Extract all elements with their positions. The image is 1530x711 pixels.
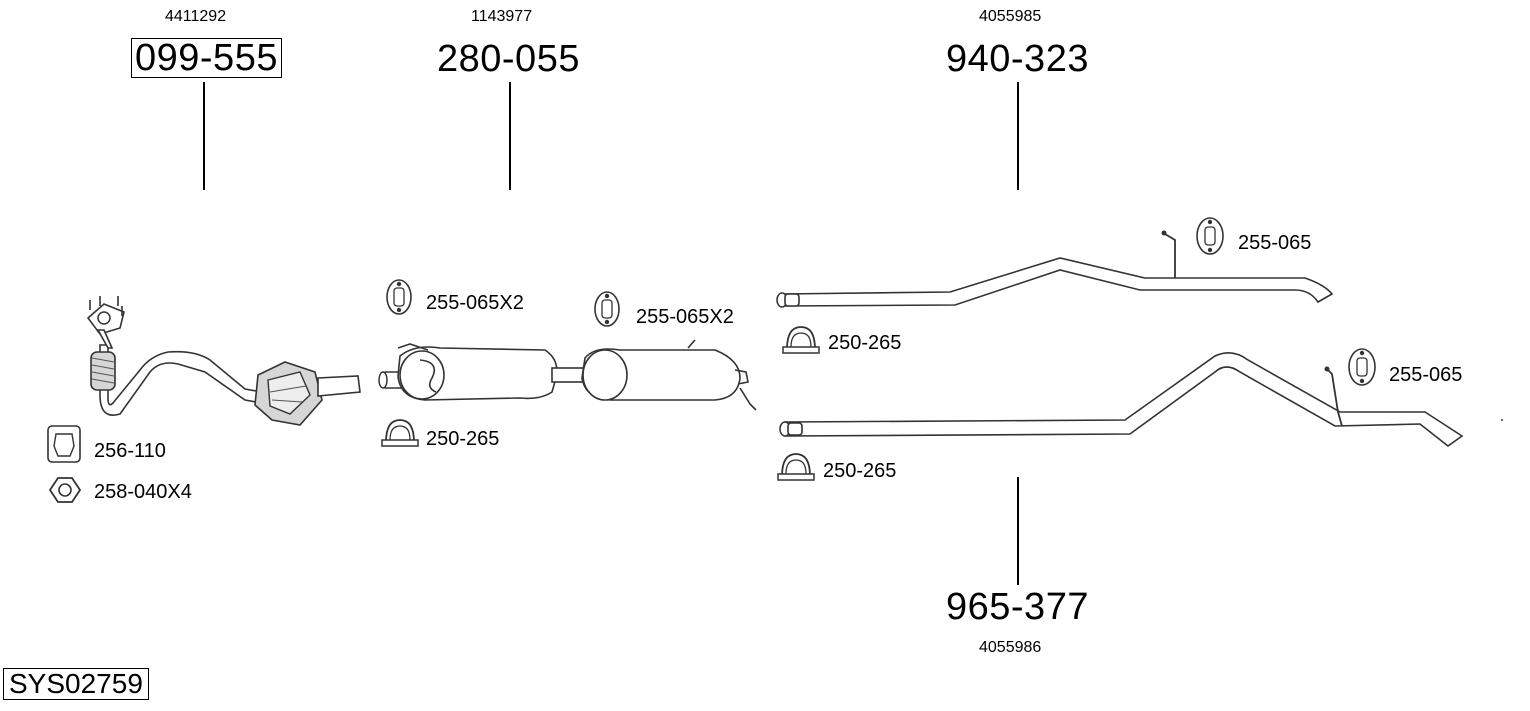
nut-icon <box>48 477 82 503</box>
accessory-label[interactable]: 255-065 <box>1238 232 1312 254</box>
part-number-label[interactable]: 280-055 <box>437 38 580 80</box>
part-number-label[interactable]: 099-555 <box>131 38 282 78</box>
pipe-clamp-icon <box>381 419 419 447</box>
rubber-hanger-icon <box>1348 348 1376 386</box>
accessory-label[interactable]: 258-040X4 <box>94 481 192 503</box>
system-code-label: SYS02759 <box>3 668 149 700</box>
pipe-clamp-icon <box>777 453 815 481</box>
oem-number-label: 4055986 <box>979 639 1042 656</box>
pipe-clamp-icon <box>782 326 820 354</box>
accessory-label[interactable]: 255-065 <box>1389 364 1463 386</box>
rubber-hanger-icon <box>1196 217 1224 255</box>
gasket-icon <box>47 425 81 463</box>
accessory-label[interactable]: 250-265 <box>828 332 902 354</box>
accessory-label[interactable]: 256-110 <box>94 440 166 462</box>
rubber-hanger-icon <box>386 279 412 315</box>
accessory-label[interactable]: 255-065X2 <box>636 306 734 328</box>
front-pipe-catalyst-drawing <box>86 296 361 426</box>
part-number-label[interactable]: 965-377 <box>946 586 1089 628</box>
accessory-label[interactable]: 250-265 <box>426 428 500 450</box>
oem-number-label: 4055985 <box>979 8 1042 25</box>
oem-number-label: 4411292 <box>165 8 227 25</box>
part-number-label[interactable]: 940-323 <box>946 38 1089 80</box>
rubber-hanger-icon <box>594 291 620 327</box>
accessory-label[interactable]: 250-265 <box>823 460 897 482</box>
rear-pipe-lower-drawing <box>779 352 1503 447</box>
accessory-label[interactable]: 255-065X2 <box>426 292 524 314</box>
centre-silencer-drawing <box>378 339 757 411</box>
rear-pipe-upper-drawing <box>776 230 1334 308</box>
oem-number-label: 1143977 <box>471 8 533 25</box>
